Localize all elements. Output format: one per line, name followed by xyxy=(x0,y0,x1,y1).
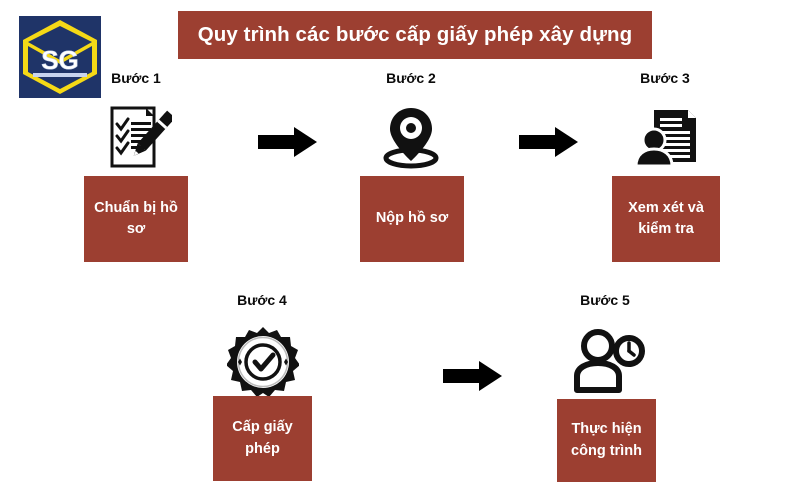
right-arrow-icon xyxy=(519,127,578,157)
step-3-label: Bước 3 xyxy=(640,70,690,86)
right-arrow-icon xyxy=(443,361,502,391)
step-2-box: Nộp hồ sơ xyxy=(360,176,464,262)
step-2-box-text: Nộp hồ sơ xyxy=(375,210,449,227)
checklist-pencil-icon xyxy=(102,104,176,179)
step-4-label: Bước 4 xyxy=(237,292,287,308)
location-pin-icon xyxy=(378,104,444,175)
arrow-step2-to-step3 xyxy=(519,126,579,163)
svg-text:SG: SG xyxy=(41,45,79,75)
page-title: Quy trình các bước cấp giấy phép xây dựn… xyxy=(197,23,633,46)
step-4-box: Cấp giấy phép xyxy=(213,396,312,481)
step-4-box-text: Cấp giấy phép xyxy=(232,419,293,457)
title-banner: Quy trình các bước cấp giấy phép xây dựn… xyxy=(178,11,652,59)
sg-logo-mark: SG xyxy=(19,16,101,98)
step-2-label: Bước 2 xyxy=(386,70,436,86)
sg-logo: SG xyxy=(19,16,101,98)
right-arrow-icon xyxy=(258,127,317,157)
arrow-step1-to-step2 xyxy=(258,126,318,163)
step-1-box-text: Chuẩn bị hồ sơ xyxy=(94,199,178,237)
step-5-box-text: Thực hiện công trình xyxy=(571,421,642,459)
step-5-label: Bước 5 xyxy=(580,292,630,308)
step-1-label: Bước 1 xyxy=(111,70,161,86)
arrow-step4-to-step5 xyxy=(443,360,503,397)
person-clock-icon xyxy=(570,328,646,399)
step-5-box: Thực hiện công trình xyxy=(557,399,656,482)
certificate-seal-check-icon xyxy=(226,326,300,403)
step-1-box: Chuẩn bị hồ sơ xyxy=(84,176,188,262)
step-3-box-text: Xem xét và kiểm tra xyxy=(628,199,704,237)
step-3-box: Xem xét và kiểm tra xyxy=(612,176,720,262)
document-review-person-icon xyxy=(632,104,702,179)
